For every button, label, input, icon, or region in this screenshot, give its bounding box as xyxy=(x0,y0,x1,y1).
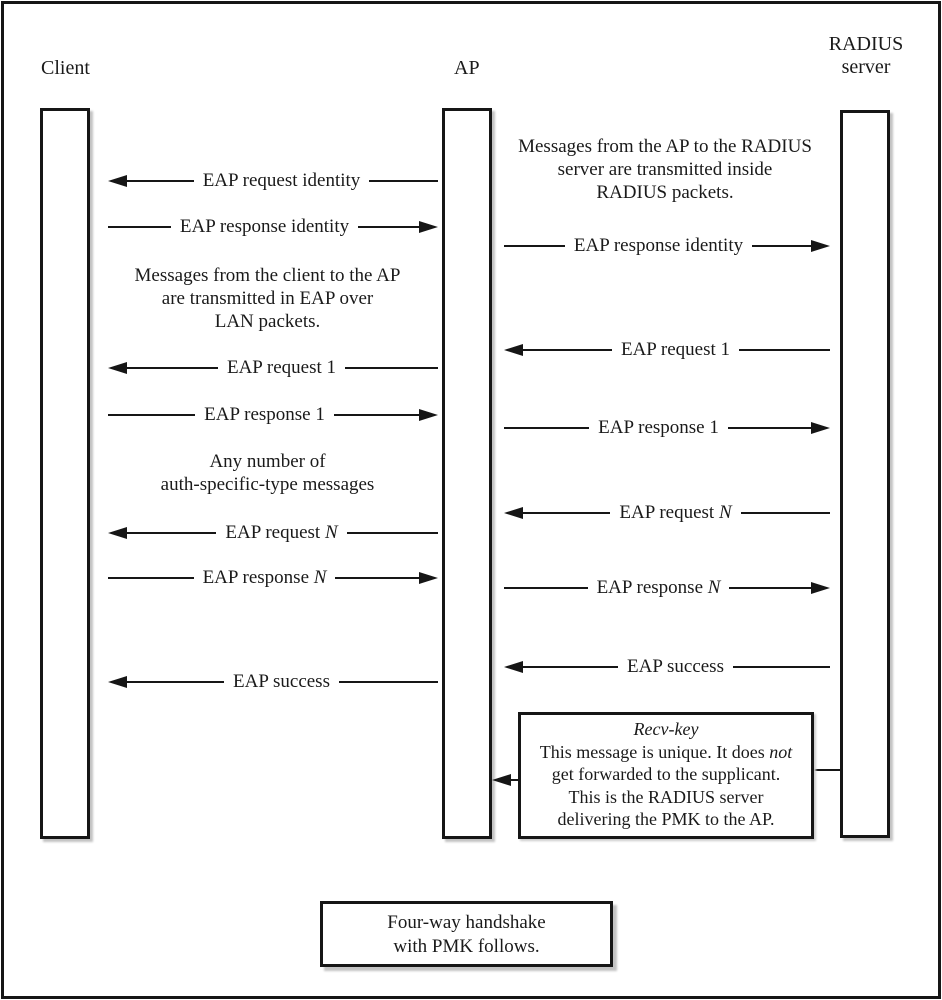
note-line: auth-specific-type messages xyxy=(160,474,375,495)
recv-key-line5: delivering the PMK to the AP. xyxy=(557,809,775,829)
message-label: EAP request 1 xyxy=(226,357,337,378)
arrowhead-left-icon xyxy=(108,676,127,688)
recv-key-connector-from-radius xyxy=(812,769,840,771)
actor-label-radius-server: RADIUS server xyxy=(810,33,922,79)
message-label: EAP response N xyxy=(194,567,336,589)
recv-key-line2-prefix: This message is unique. It does xyxy=(539,741,770,762)
recv-key-arrow-to-ap xyxy=(492,766,518,794)
message-eap-response-identity-to-radius: EAP response identity xyxy=(504,232,830,260)
arrowhead-right-icon xyxy=(419,409,439,421)
message-eap-request-1-to-client: EAP request 1 xyxy=(108,354,438,382)
message-label: EAP success xyxy=(627,656,724,677)
message-eap-response-n-to-radius: EAP response N xyxy=(504,574,831,602)
arrowhead-left-icon xyxy=(108,175,127,187)
recv-key-note-box: Recv-key This message is unique. It does… xyxy=(518,712,814,839)
message-label-prefix: EAP request xyxy=(619,502,719,523)
recv-key-line3: get forwarded to the supplicant. xyxy=(551,764,781,784)
message-label: EAP response identity xyxy=(573,235,744,256)
footer-line1: Four-way handshake xyxy=(387,912,546,933)
arrowhead-left-icon xyxy=(504,507,523,519)
message-eap-request-n-to-client: EAP request N xyxy=(108,519,438,547)
message-eap-request-n-to-ap: EAP request N xyxy=(504,499,830,527)
message-eap-response-1-to-radius: EAP response 1 xyxy=(504,414,831,442)
message-eap-success-to-ap: EAP success xyxy=(504,653,831,681)
actor-label-ap: AP xyxy=(454,57,480,79)
lifeline-radius xyxy=(840,110,890,838)
actor-label-client: Client xyxy=(41,57,90,79)
arrowhead-right-icon xyxy=(419,572,439,584)
message-label-prefix: EAP request xyxy=(225,522,325,543)
note-line: Any number of xyxy=(209,451,326,472)
message-eap-response-identity-to-ap: EAP response identity xyxy=(108,213,438,241)
message-label: EAP request identity xyxy=(202,170,361,191)
arrowhead-left-icon xyxy=(108,527,127,539)
actor-label-radius-line2: server xyxy=(841,56,891,78)
arrowhead-right-icon xyxy=(811,422,831,434)
arrowhead-right-icon xyxy=(419,221,438,233)
message-label-n: N xyxy=(313,567,327,588)
arrowhead-right-icon xyxy=(811,582,831,594)
note-line: are transmitted in EAP over xyxy=(161,288,374,309)
message-label: EAP success xyxy=(233,671,330,692)
note-line: RADIUS packets. xyxy=(596,182,734,203)
note-client-ap-transport: Messages from the client to the AP are t… xyxy=(95,264,440,333)
message-label-n: N xyxy=(324,522,338,543)
recv-key-title: Recv-key xyxy=(633,719,699,739)
four-way-handshake-box: Four-way handshake with PMK follows. xyxy=(320,901,613,967)
recv-key-line2-italic: not xyxy=(769,741,793,762)
lifeline-client xyxy=(40,108,90,839)
message-label: EAP response N xyxy=(588,577,730,599)
note-ap-radius-transport: Messages from the AP to the RADIUS serve… xyxy=(495,135,835,204)
message-label: EAP request N xyxy=(610,502,740,524)
recv-key-line2: This message is unique. It does not xyxy=(521,741,811,764)
note-line: LAN packets. xyxy=(214,311,321,332)
note-line: Messages from the AP to the RADIUS xyxy=(518,136,812,157)
recv-key-line4: This is the RADIUS server xyxy=(568,786,764,807)
arrowhead-left-icon xyxy=(504,344,523,356)
message-label: EAP request 1 xyxy=(620,339,731,360)
actor-label-radius-line1: RADIUS xyxy=(828,33,904,55)
note-line: server are transmitted inside xyxy=(557,159,773,180)
message-eap-response-1-to-ap: EAP response 1 xyxy=(108,401,439,429)
arrowhead-left-icon xyxy=(504,661,523,673)
arrowhead-right-icon xyxy=(811,240,830,252)
message-label: EAP request N xyxy=(216,522,346,544)
lifeline-ap xyxy=(442,108,492,839)
message-label-prefix: EAP response xyxy=(596,577,708,598)
note-line: Messages from the client to the AP xyxy=(134,265,401,286)
message-eap-response-n-to-ap: EAP response N xyxy=(108,564,439,592)
message-label: EAP response 1 xyxy=(598,417,719,438)
message-label: EAP response identity xyxy=(179,216,350,237)
arrowhead-left-icon xyxy=(108,362,127,374)
message-eap-request-1-to-ap: EAP request 1 xyxy=(504,336,830,364)
note-any-number-messages: Any number of auth-specific-type message… xyxy=(95,450,440,496)
arrowhead-left-icon xyxy=(492,774,511,786)
message-label-prefix: EAP response xyxy=(202,567,314,588)
message-eap-success-to-client: EAP success xyxy=(108,668,439,696)
message-label-n: N xyxy=(718,502,732,523)
message-label-n: N xyxy=(707,577,721,598)
message-eap-request-identity-to-client: EAP request identity xyxy=(108,167,439,195)
message-label: EAP response 1 xyxy=(204,404,325,425)
footer-line2: with PMK follows. xyxy=(393,936,540,957)
